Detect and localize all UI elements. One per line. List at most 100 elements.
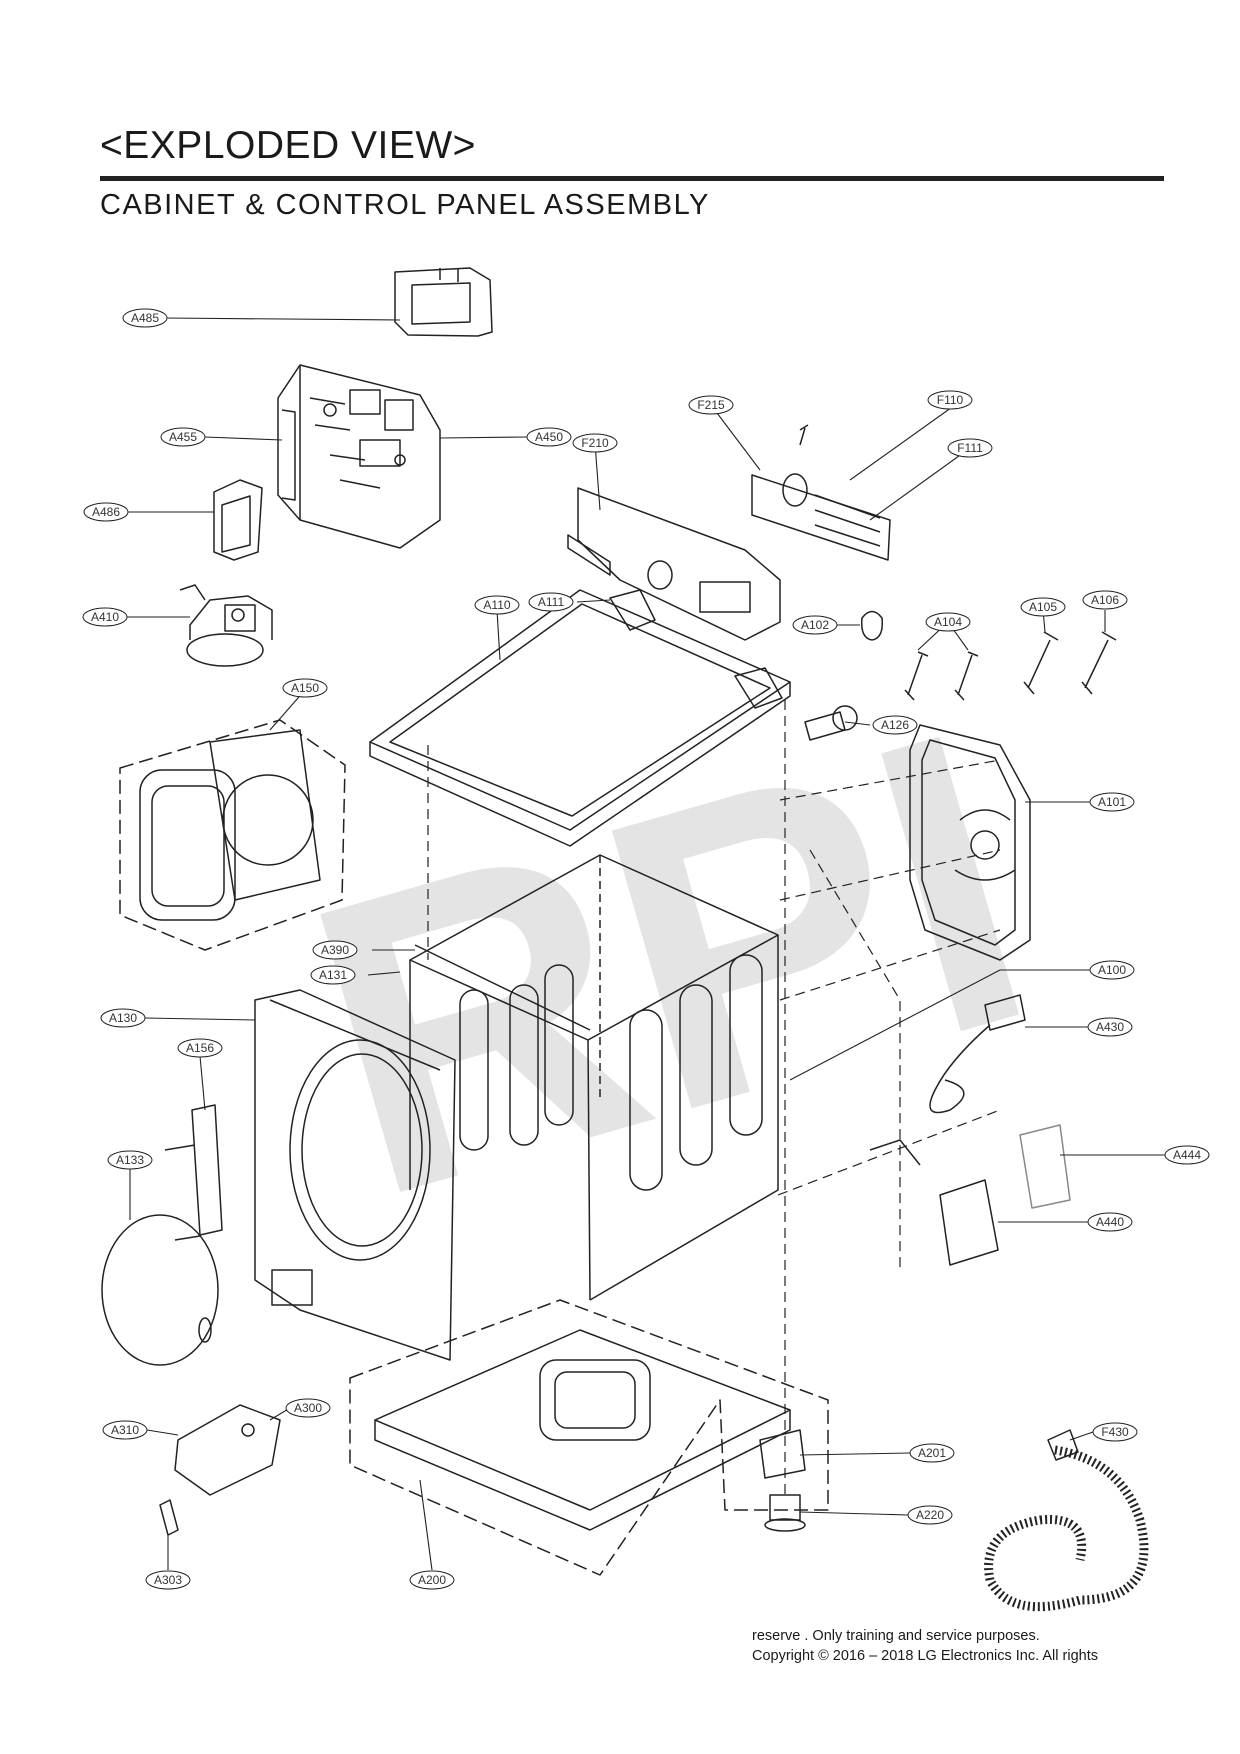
- callout-a410: A410: [82, 607, 128, 627]
- callout-a303: A303: [145, 1570, 191, 1590]
- svg-text:A430: A430: [1096, 1020, 1124, 1034]
- callout-a485: A485: [122, 308, 168, 328]
- control-panel-part: [567, 487, 781, 641]
- callout-f210: F210: [572, 433, 618, 453]
- copyright-footer: reserve . Only training and service purp…: [752, 1626, 1098, 1666]
- display-pcb-part: [751, 424, 891, 561]
- callout-a201: A201: [909, 1443, 955, 1463]
- callout-a444: A444: [1164, 1145, 1210, 1165]
- svg-text:A100: A100: [1098, 963, 1126, 977]
- callout-a106: A106: [1082, 590, 1128, 610]
- front-panel-part: [254, 989, 456, 1361]
- callout-a100: A100: [1089, 960, 1135, 980]
- footer-line-1: reserve . Only training and service purp…: [752, 1628, 1040, 1644]
- callout-f430: F430: [1092, 1422, 1138, 1442]
- a133-part: [101, 1214, 219, 1366]
- svg-text:A150: A150: [291, 681, 319, 695]
- callout-a430: A430: [1087, 1017, 1133, 1037]
- a303-part: [159, 1499, 179, 1536]
- a126-part: [804, 705, 858, 741]
- title-divider: [100, 176, 1164, 181]
- svg-text:A300: A300: [294, 1401, 322, 1415]
- callout-a150: A150: [282, 678, 328, 698]
- svg-text:A156: A156: [186, 1041, 214, 1055]
- svg-text:A455: A455: [169, 430, 197, 444]
- svg-text:A200: A200: [418, 1573, 446, 1587]
- cabinet-body-part: [409, 854, 779, 1301]
- page-title: <EXPLODED VIEW>: [100, 124, 476, 167]
- callout-a486: A486: [83, 502, 129, 522]
- svg-text:F210: F210: [581, 436, 609, 450]
- a440-a444-parts: [869, 1124, 1071, 1266]
- svg-text:A110: A110: [483, 598, 510, 612]
- svg-text:A310: A310: [111, 1423, 139, 1437]
- svg-text:A106: A106: [1091, 593, 1119, 607]
- callout-a130: A130: [100, 1008, 146, 1028]
- a111-brackets: [609, 589, 783, 709]
- back-cover-part: [909, 724, 1031, 961]
- callout-f110: F110: [927, 390, 973, 410]
- svg-text:A131: A131: [319, 968, 347, 982]
- svg-text:A444: A444: [1173, 1148, 1201, 1162]
- svg-text:F111: F111: [957, 441, 983, 455]
- callout-a450: A450: [526, 427, 572, 447]
- svg-text:A303: A303: [154, 1573, 182, 1587]
- callout-a110: A110: [474, 595, 520, 615]
- svg-text:A410: A410: [91, 610, 119, 624]
- base-assembly-part: [349, 1299, 829, 1576]
- svg-text:A130: A130: [109, 1011, 137, 1025]
- a485-part: [394, 267, 493, 337]
- svg-text:A133: A133: [116, 1153, 144, 1167]
- foot-parts: [759, 1429, 806, 1532]
- main-pcb-part: [277, 364, 441, 549]
- door-assembly-part: [119, 719, 346, 951]
- callout-a126: A126: [872, 715, 918, 735]
- filter-cover-part: [174, 1404, 281, 1496]
- svg-text:A201: A201: [918, 1446, 946, 1460]
- damper-parts: [904, 631, 1117, 701]
- callout-a104: A104: [925, 612, 971, 632]
- callout-a102: A102: [792, 615, 838, 635]
- svg-text:A102: A102: [801, 618, 829, 632]
- callout-a220: A220: [907, 1505, 953, 1525]
- callout-f111: F111: [947, 438, 993, 458]
- callout-a101: A101: [1089, 792, 1135, 812]
- svg-text:F215: F215: [697, 398, 725, 412]
- callout-a156: A156: [177, 1038, 223, 1058]
- svg-text:A111: A111: [538, 595, 565, 609]
- callout-a131: A131: [310, 965, 356, 985]
- callout-a390: A390: [312, 940, 358, 960]
- callout-a440: A440: [1087, 1212, 1133, 1232]
- a102-part: [860, 610, 884, 641]
- projection-lines: [427, 700, 1001, 1500]
- svg-text:F110: F110: [937, 393, 964, 407]
- callout-a133: A133: [107, 1150, 153, 1170]
- svg-text:A450: A450: [535, 430, 563, 444]
- svg-text:A101: A101: [1098, 795, 1126, 809]
- rpi-watermark: RPI: [269, 642, 1071, 1286]
- callout-a200: A200: [409, 1570, 455, 1590]
- a410-part: [179, 584, 273, 667]
- a156-part: [164, 1104, 223, 1241]
- svg-text:A486: A486: [92, 505, 120, 519]
- callout-a300: A300: [285, 1398, 331, 1418]
- svg-text:A105: A105: [1029, 600, 1057, 614]
- svg-text:A104: A104: [934, 615, 962, 629]
- svg-text:F430: F430: [1101, 1425, 1129, 1439]
- callout-a105: A105: [1020, 597, 1066, 617]
- svg-text:A390: A390: [321, 943, 349, 957]
- callout-a455: A455: [160, 427, 206, 447]
- svg-text:A220: A220: [916, 1508, 944, 1522]
- page-subtitle: CABINET & CONTROL PANEL ASSEMBLY: [100, 189, 710, 221]
- callout-a111: A111: [528, 592, 574, 612]
- svg-text:A126: A126: [881, 718, 909, 732]
- svg-text:A485: A485: [131, 311, 159, 325]
- footer-line-2: Copyright © 2016 – 2018 LG Electronics I…: [752, 1648, 1098, 1664]
- callout-a310: A310: [102, 1420, 148, 1440]
- top-plate-part: [369, 589, 791, 847]
- svg-text:A440: A440: [1096, 1215, 1124, 1229]
- callout-f215: F215: [688, 395, 734, 415]
- callout-group: A485 A455 A450 A486 A410 F215 F110 F111 …: [82, 308, 1210, 1590]
- drain-hose-part: [984, 1429, 1149, 1612]
